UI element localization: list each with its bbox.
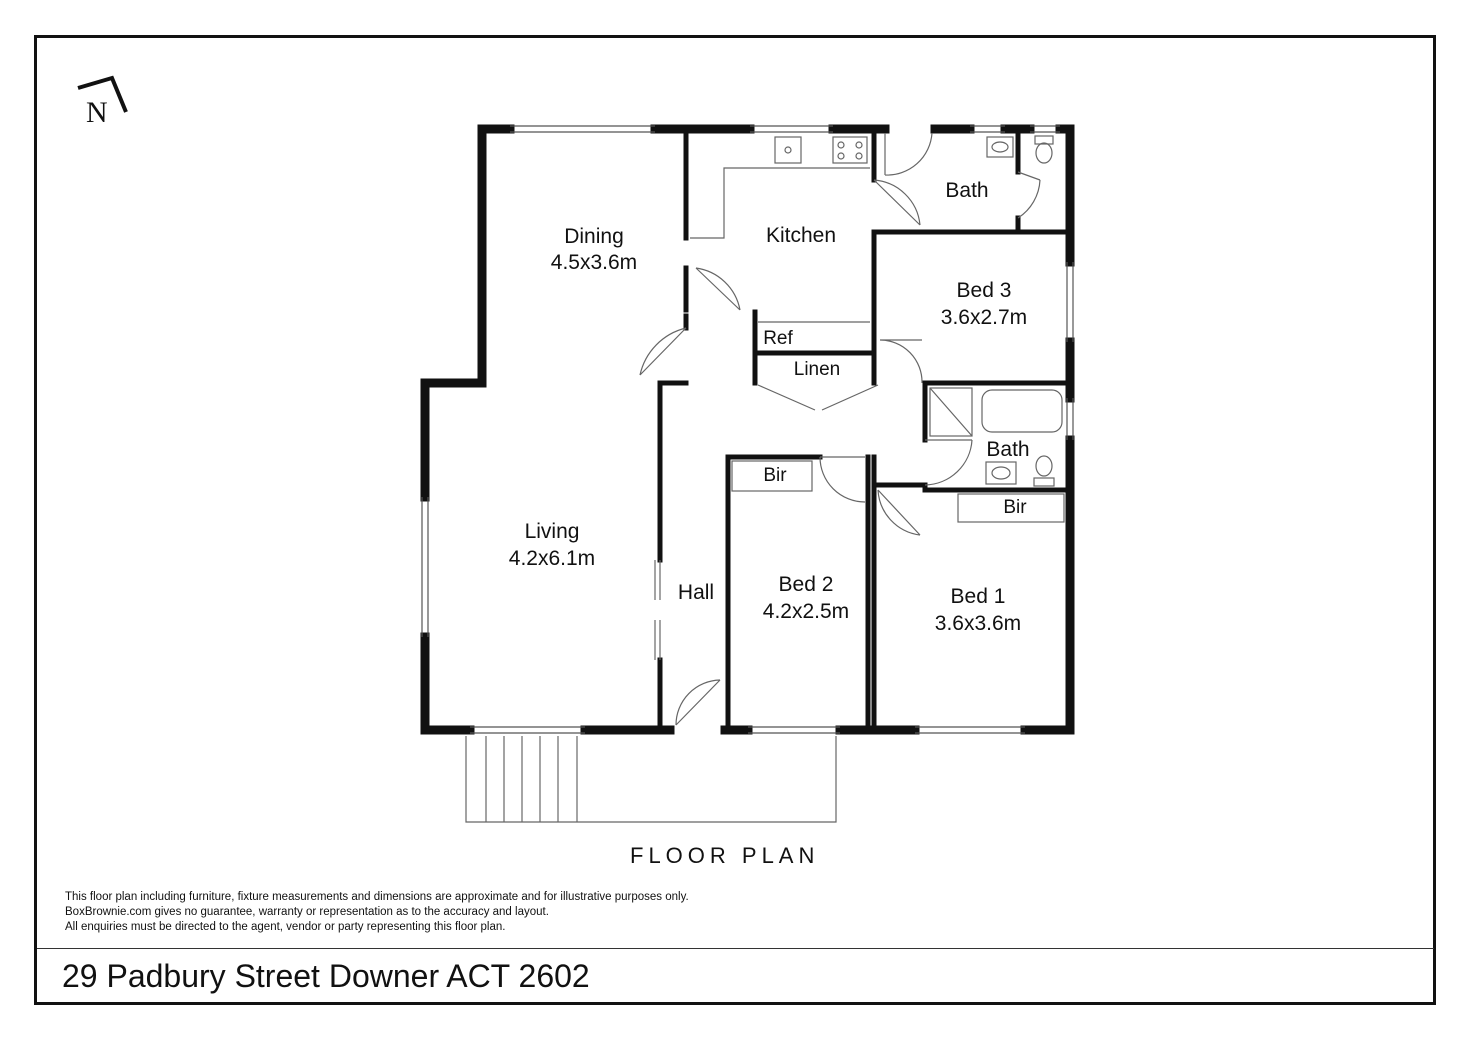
- north-letter: N: [86, 96, 108, 129]
- door-swings: [639, 132, 1041, 726]
- room-size-bed1: 3.6x3.6m: [935, 612, 1021, 635]
- room-name-kitchen: Kitchen: [766, 224, 836, 247]
- room-size-bed3: 3.6x2.7m: [941, 306, 1027, 329]
- room-name-ref: Ref: [763, 328, 793, 349]
- room-name-linen: Linen: [794, 359, 841, 380]
- property-address: 29 Padbury Street Downer ACT 2602: [62, 958, 590, 994]
- room-name-bed2: Bed 2: [779, 573, 834, 596]
- basin-icon: [985, 136, 1017, 485]
- sink-icon: [774, 136, 802, 164]
- interior-walls: [657, 130, 1069, 728]
- room-labels: Dining 4.5x3.6m Kitchen Bath Bed 3 3.6x2…: [509, 179, 1030, 635]
- north-arrow-icon: N: [77, 75, 128, 129]
- room-name-hall: Hall: [678, 581, 714, 604]
- room-size-dining: 4.5x3.6m: [551, 251, 637, 274]
- room-name-bed3: Bed 3: [957, 279, 1012, 302]
- room-name-bir-bed2: Bir: [763, 465, 787, 486]
- page-frame: [34, 35, 1436, 1005]
- room-name-bath-top: Bath: [945, 179, 988, 202]
- room-name-living: Living: [525, 520, 580, 543]
- cooktop-icon: [832, 136, 868, 164]
- deck: [465, 736, 837, 823]
- floor-plan-title: FLOOR PLAN: [630, 843, 820, 868]
- footer-divider: [37, 948, 1434, 949]
- room-name-bir-bed1: Bir: [1003, 497, 1027, 518]
- toilet-icon: [1033, 135, 1055, 487]
- room-name-bed1: Bed 1: [951, 585, 1006, 608]
- disclaimer: This floor plan including furniture, fix…: [65, 890, 689, 935]
- windows: [421, 125, 1074, 734]
- room-size-bed2: 4.2x2.5m: [763, 600, 849, 623]
- room-name-bath-mid: Bath: [986, 438, 1029, 461]
- disclaimer-line: BoxBrownie.com gives no guarantee, warra…: [65, 906, 549, 918]
- exterior-walls: [420, 124, 1075, 735]
- disclaimer-line: This floor plan including furniture, fix…: [65, 891, 689, 903]
- disclaimer-line: All enquiries must be directed to the ag…: [65, 921, 506, 933]
- room-size-living: 4.2x6.1m: [509, 547, 595, 570]
- fixtures: [654, 167, 1065, 660]
- room-name-dining: Dining: [564, 225, 624, 248]
